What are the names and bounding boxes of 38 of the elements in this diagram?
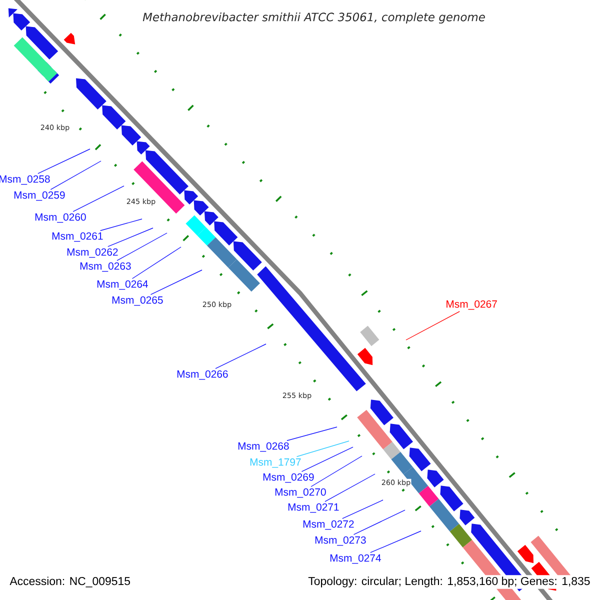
leader-line	[132, 246, 182, 279]
gene-label: Msm_0268	[238, 442, 289, 452]
leader-line	[100, 218, 142, 231]
leader-line	[38, 148, 90, 174]
gene-label: Msm_0262	[67, 248, 118, 258]
gene-label: Msm_0267	[446, 300, 497, 310]
leader-line	[301, 446, 354, 472]
gene-label: Msm_0264	[97, 280, 148, 290]
gene-label: Msm_0271	[288, 503, 339, 513]
gene-label: Msm_0270	[275, 488, 326, 498]
accession-text: Accession: NC_009515	[8, 575, 132, 589]
gene-label: Msm_0260	[35, 213, 86, 223]
leader-line	[296, 440, 350, 457]
gene-label: Msm_0269	[263, 473, 314, 483]
gene-label: Msm_0265	[112, 296, 163, 306]
genome-info-text: Topology: circular; Length: 1,853,160 bp; Genes: 1,835	[306, 575, 592, 589]
leader-line	[215, 344, 266, 369]
leader-line	[116, 232, 168, 261]
gene-label: Msm_0274	[330, 554, 381, 564]
leader-line	[108, 228, 154, 247]
gene-label: Msm_0272	[303, 520, 354, 530]
leader-line	[353, 510, 406, 535]
gene-label: Msm_1797	[250, 458, 301, 468]
title: Methanobrevibacter smithii ATCC 35061, complete genome	[142, 12, 485, 24]
gene-label: Msm_0261	[52, 232, 103, 242]
leader-line	[324, 474, 376, 502]
leader-line	[72, 186, 124, 212]
gene-label: Msm_0263	[80, 262, 131, 272]
gene-label: Msm_0259	[14, 191, 65, 201]
leader-line	[406, 311, 460, 340]
leader-line	[310, 456, 362, 487]
leader-line	[286, 426, 338, 441]
leader-line	[150, 270, 202, 295]
leader-line	[342, 500, 384, 519]
gene-label: Msm_0273	[315, 536, 366, 546]
leader-line	[370, 530, 422, 553]
leader-line	[50, 160, 102, 190]
gene-label: Msm_0266	[177, 370, 228, 380]
